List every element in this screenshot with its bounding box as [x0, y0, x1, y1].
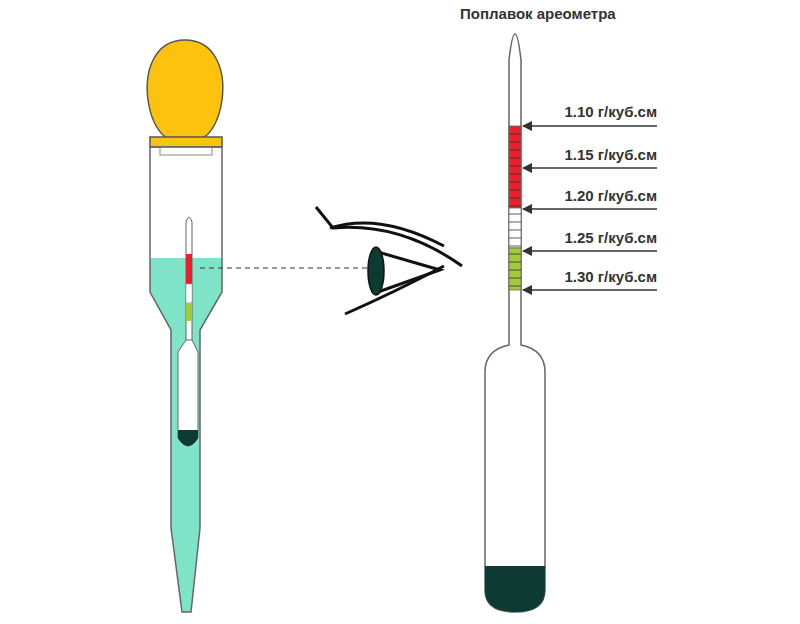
density-label: 1.25 г/куб.см	[565, 229, 658, 246]
liquid	[140, 258, 240, 624]
density-label: 1.20 г/куб.см	[565, 187, 658, 204]
pipette	[140, 40, 240, 624]
green-scale	[509, 248, 521, 290]
glass-tube	[150, 147, 222, 612]
eye	[316, 207, 462, 314]
bulb-collar	[150, 137, 222, 147]
density-label: 1.30 г/куб.см	[565, 268, 658, 285]
leader-arrows	[523, 126, 657, 290]
hydrometer-float	[485, 34, 545, 612]
rubber-bulb	[147, 40, 223, 138]
density-label: 1.10 г/куб.см	[565, 103, 658, 120]
inner-hydrometer	[178, 217, 198, 446]
title: Поплавок ареометра	[460, 5, 616, 22]
density-label: 1.15 г/куб.см	[565, 146, 658, 163]
red-scale	[509, 126, 521, 208]
sight-line	[200, 267, 368, 268]
collar-ring	[160, 147, 212, 155]
white-scale	[509, 208, 521, 248]
